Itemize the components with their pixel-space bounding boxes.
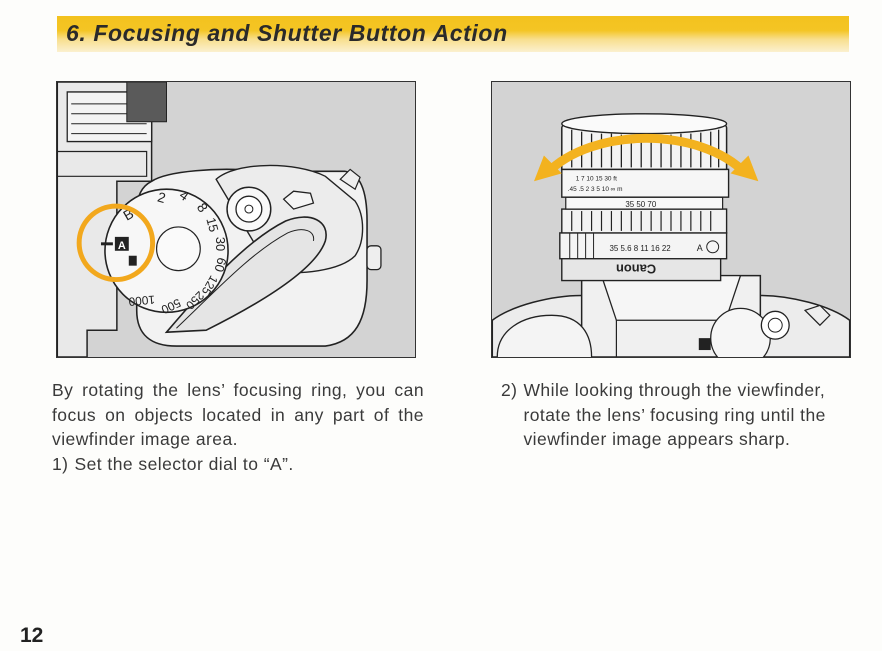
dial-label-2: 2 bbox=[156, 189, 168, 207]
header-band bbox=[57, 16, 849, 52]
dial-label-60: 60 bbox=[212, 256, 230, 274]
focusing-ring-illustration: Canon 35 5.6 8 11 16 22 A 35 50 70 1 7 1… bbox=[491, 81, 851, 358]
rotation-arrow bbox=[543, 133, 749, 177]
dial-label-1000: 1000 bbox=[128, 292, 156, 308]
highlight-ring bbox=[76, 203, 156, 283]
aperture-scale: 35 5.6 8 11 16 22 bbox=[609, 244, 671, 253]
step-1: 1) Set the selector dial to “A”. bbox=[52, 452, 424, 477]
step-1-text: Set the selector dial to “A”. bbox=[74, 453, 294, 474]
aperture-mode: A bbox=[697, 243, 703, 253]
step-2-text: While looking through the viewfinder, ro… bbox=[523, 380, 826, 449]
step-2-number: 2) bbox=[501, 380, 518, 400]
step-1-number: 1) bbox=[52, 453, 69, 474]
dial-label-30: 30 bbox=[213, 237, 228, 251]
arrow-head-right bbox=[730, 155, 759, 182]
zoom-scale: 35 50 70 bbox=[625, 200, 656, 209]
right-instructions: 2) While looking through the viewfinder,… bbox=[501, 378, 861, 452]
selector-dial-illustration: B 2 4 8 15 30 60 125 250 500 1000 A bbox=[56, 81, 416, 358]
distance-scale-feet: 1 7 10 15 30 ft bbox=[576, 175, 617, 182]
page-number: 12 bbox=[20, 624, 44, 647]
intro-paragraph: By rotating the lens’ focusing ring, you… bbox=[52, 380, 424, 449]
step-2: 2) While looking through the viewfinder,… bbox=[501, 378, 861, 452]
distance-scale-meters: .45 .5 2 3 5 10 ∞ m bbox=[568, 186, 623, 193]
dial-mode-a: A bbox=[118, 240, 126, 252]
brand-label: Canon bbox=[616, 262, 656, 277]
dial-label-15: 15 bbox=[203, 216, 221, 234]
section-title: 6. Focusing and Shutter Button Action bbox=[66, 20, 508, 46]
left-instructions: By rotating the lens’ focusing ring, you… bbox=[52, 378, 424, 476]
arrow-head-left bbox=[533, 155, 562, 182]
